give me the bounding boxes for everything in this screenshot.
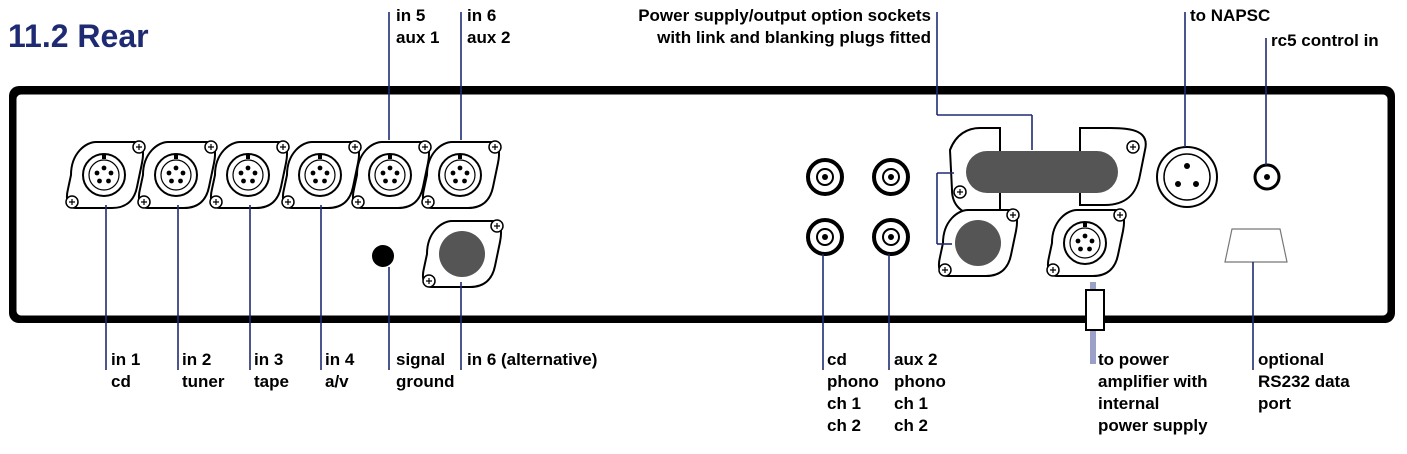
socket-in5 [351,140,432,209]
socket-in1 [65,140,146,209]
socket-in2 [137,140,218,209]
socket-in6 [421,140,502,209]
label-rc5-control: rc5 control in [1271,31,1379,50]
socket-in3 [209,140,290,209]
label-aux2-phono: aux 2 phono ch 1 ch 2 [894,350,946,435]
blanking-plug-lower [937,208,1020,277]
label-in3: in 3 tape [254,350,289,391]
signal-ground-terminal [372,245,394,267]
phono-cd-ch2 [806,218,844,256]
phono-aux2-ch2 [872,218,910,256]
label-in2: in 2 tuner [182,350,225,391]
power-cable-plug [1085,289,1105,331]
label-cd-phono: cd phono ch 1 ch 2 [827,350,879,435]
socket-power-supply [1046,208,1127,277]
label-option-sockets: Power supply/output option sockets with … [638,6,931,47]
label-in4: in 4 a/v [325,350,355,391]
rs232-port [1224,228,1288,263]
socket-in4 [281,140,362,209]
phono-aux2-ch1 [872,158,910,196]
label-in5: in 5 aux 1 [396,6,440,47]
socket-in6-alternative [421,219,504,288]
label-signal-ground: signal ground [396,350,455,391]
label-rs232-port: optional RS232 data port [1258,350,1350,413]
socket-napsc [1156,146,1218,208]
phono-cd-ch1 [806,158,844,196]
label-to-napsc: to NAPSC [1190,6,1271,25]
link-plug [966,151,1118,193]
label-in6: in 6 aux 2 [467,6,511,47]
label-in1: in 1 cd [111,350,141,391]
label-power-amplifier: to power amplifier with internal power s… [1098,350,1208,435]
section-title: 11.2 Rear [8,18,149,54]
label-in6-alternative: in 6 (alternative) [467,350,598,369]
leader-lines [105,12,1267,370]
socket-rc5 [1253,163,1281,191]
